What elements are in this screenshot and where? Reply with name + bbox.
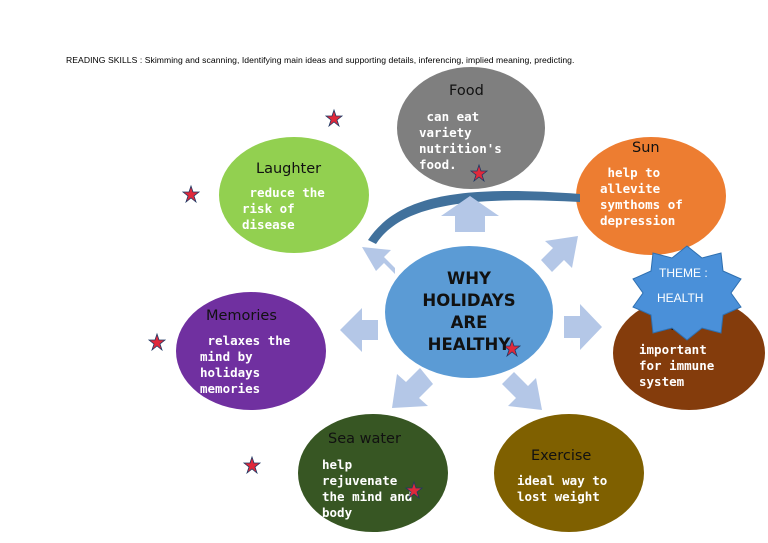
seawater-title: Sea water [328, 431, 401, 447]
star-icon [404, 480, 424, 500]
theme-value: HEALTH [657, 291, 704, 305]
reading-skills-header: READING SKILLS : Skimming and scanning, … [66, 55, 575, 65]
sun-bubble: Sun help to allevite symthoms of depress… [576, 137, 726, 255]
center-line-3: ARE [450, 313, 488, 332]
star-icon [242, 455, 262, 475]
memories-bubble: Memories relaxes the mind by holidays me… [176, 292, 326, 410]
sleep-body: important for immune system [639, 342, 715, 389]
arrow-to-sleep [564, 304, 602, 350]
arrow-to-seawater [392, 368, 433, 408]
laughter-body: reduce the risk of disease [242, 185, 325, 232]
arrow-to-memories [340, 308, 378, 352]
sun-body: help to allevite symthoms of depression [600, 165, 683, 228]
center-title: WHY HOLIDAYS ARE HEALTHY [409, 268, 529, 356]
arrow-to-laughter [362, 247, 395, 274]
arrow-to-exercise [502, 372, 542, 410]
food-bubble: Food can eat variety nutrition's food. [397, 67, 545, 189]
arrow-to-sun [541, 236, 578, 272]
exercise-body: ideal way to lost weight [517, 473, 608, 504]
laughter-bubble: Laughter reduce the risk of disease [219, 137, 369, 253]
star-icon [324, 108, 344, 128]
star-icon [181, 184, 201, 204]
center-line-4: HEALTHY [427, 335, 511, 354]
laughter-title: Laughter [256, 161, 322, 177]
memories-body: relaxes the mind by holidays memories [200, 333, 291, 396]
seawater-bubble: Sea water help rejuvenate the mind and b… [298, 414, 448, 532]
memories-title: Memories [206, 308, 277, 324]
star-icon [147, 332, 167, 352]
food-title: Food [449, 83, 484, 99]
outward-arrows [340, 196, 602, 410]
theme-star-shape [632, 245, 742, 341]
arrow-to-food [441, 196, 499, 232]
sun-title: Sun [632, 140, 660, 156]
seawater-body: help rejuvenate the mind and body [322, 457, 413, 520]
exercise-bubble: Exercise ideal way to lost weight [494, 414, 644, 532]
center-line-2: HOLIDAYS [422, 291, 516, 310]
curved-connector-arrow [368, 191, 580, 244]
exercise-title: Exercise [531, 448, 592, 464]
food-body: can eat variety nutrition's food. [419, 109, 502, 172]
center-line-1: WHY [447, 269, 491, 288]
decorative-stars [147, 108, 522, 500]
star-icon [502, 338, 522, 358]
star-icon [469, 163, 489, 183]
theme-label: THEME : [659, 266, 708, 280]
